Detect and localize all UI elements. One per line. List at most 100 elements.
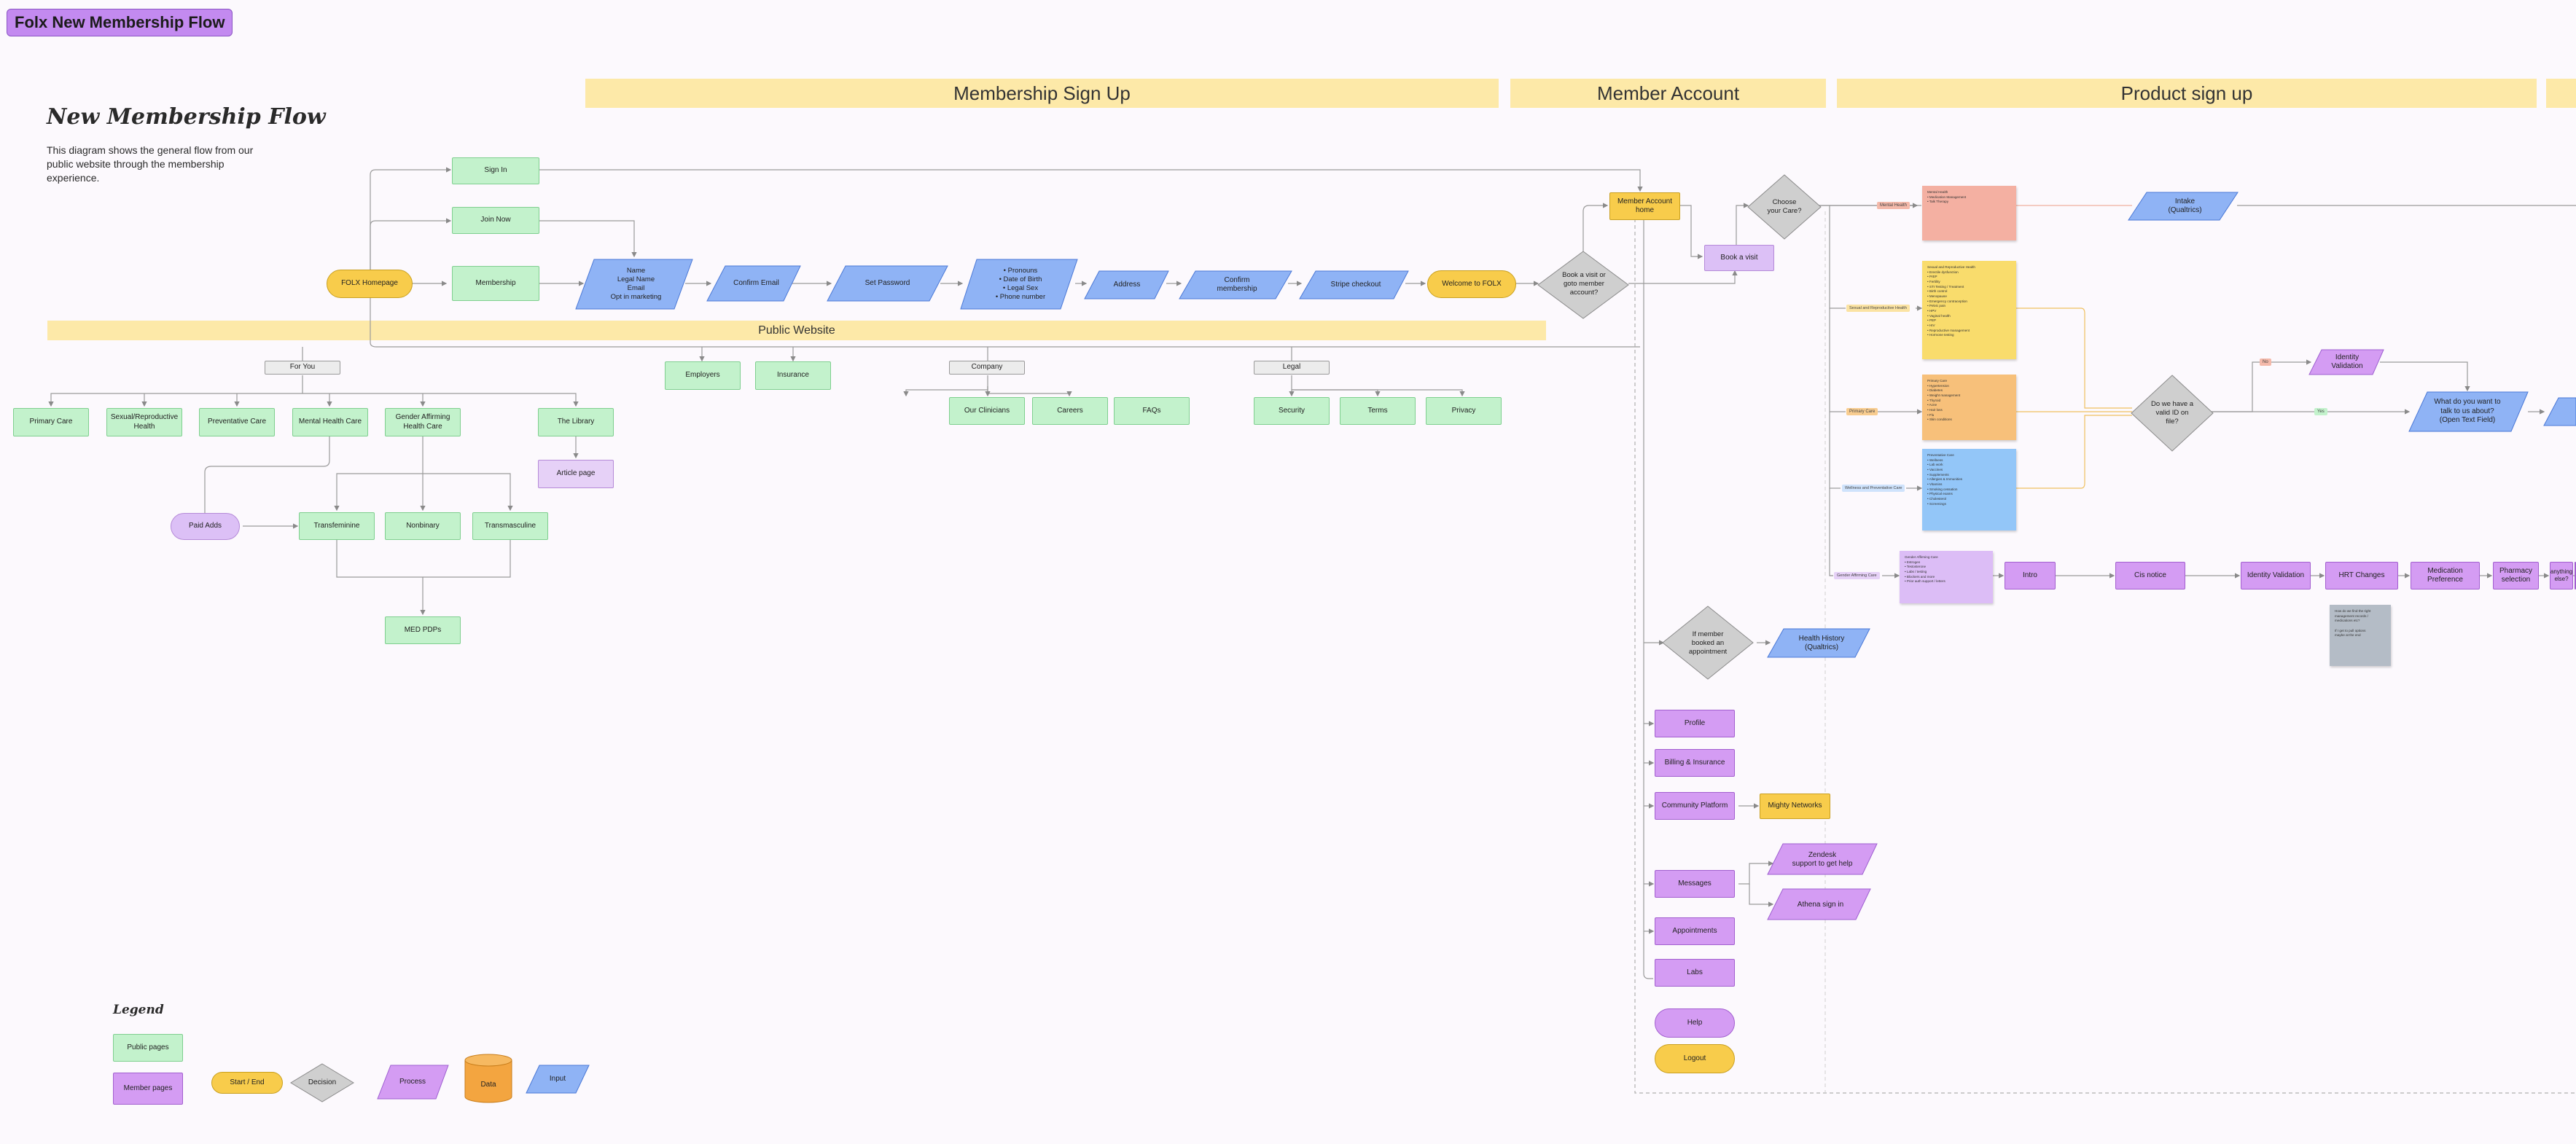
confirm-membership-input[interactable]: Confirm membership	[1217, 275, 1257, 294]
paid-adds[interactable]: Paid Adds	[171, 513, 240, 540]
book-or-account-decision[interactable]: Book a visit or goto member account?	[1562, 271, 1606, 297]
article-page[interactable]: Article page	[538, 460, 614, 488]
labs-page[interactable]: Labs	[1655, 959, 1735, 987]
pharmacy-selection-step[interactable]: Pharmacy selection	[2493, 562, 2539, 589]
input-shape-health-history	[1767, 628, 1870, 658]
anything-else-step[interactable]: anything else?	[2550, 562, 2573, 589]
section-product-sign-up: Product sign up	[1837, 79, 2537, 108]
careers-page[interactable]: Careers	[1032, 397, 1108, 425]
section-membership-sign-up: Membership Sign Up	[585, 79, 1499, 108]
for-you-nav[interactable]: For You	[265, 361, 340, 375]
legend-data-shape	[464, 1054, 512, 1103]
appointments-page[interactable]: Appointments	[1655, 917, 1735, 945]
decision-shape-valid-id	[2131, 375, 2214, 452]
set-password-input[interactable]: Set Password	[864, 278, 910, 287]
cis-notice-step[interactable]: Cis notice	[2115, 562, 2185, 589]
process-shape-athena	[1767, 888, 1871, 920]
hrt-changes-step[interactable]: HRT Changes	[2325, 562, 2398, 589]
nonbinary-page[interactable]: Nonbinary	[385, 512, 461, 540]
folx-homepage[interactable]: FOLX Homepage	[327, 270, 413, 298]
security-page[interactable]: Security	[1254, 397, 1330, 425]
legend-input-shape	[526, 1065, 590, 1094]
intake-input[interactable]: Intake (Qualtrics)	[2168, 197, 2202, 215]
med-pdps-page[interactable]: MED PDPs	[385, 616, 461, 644]
privacy-page[interactable]: Privacy	[1426, 397, 1502, 425]
label-no: No	[2260, 359, 2271, 366]
community-platform-page[interactable]: Community Platform	[1655, 792, 1735, 820]
book-a-visit[interactable]: Book a visit	[1704, 245, 1774, 271]
sign-in-page[interactable]: Sign In	[452, 157, 539, 184]
legal-nav[interactable]: Legal	[1254, 361, 1330, 375]
decision-shape-book-visit	[1537, 251, 1629, 319]
identity-validation-process[interactable]: Identity Validation	[2331, 353, 2363, 371]
medication-preference-step[interactable]: Medication Preference	[2411, 562, 2480, 589]
confirm-email-input[interactable]: Confirm Email	[733, 278, 779, 287]
input-shape-password	[827, 265, 948, 302]
input-shape-what-talk	[2408, 391, 2529, 432]
tag-mental-health: Mental Health	[1877, 202, 1910, 209]
board-title[interactable]: Folx New Membership Flow	[7, 9, 233, 36]
what-to-talk-input[interactable]: What do you want to talk to us about? (O…	[2434, 398, 2501, 425]
zendesk-support-process[interactable]: Zendesk support to get help	[1792, 850, 1853, 869]
valid-id-decision[interactable]: Do we have a valid ID on file?	[2150, 400, 2194, 426]
input-shape-email	[706, 265, 801, 302]
health-history-input[interactable]: Health History (Qualtrics)	[1798, 634, 1845, 652]
our-clinicians-page[interactable]: Our Clinicians	[949, 397, 1025, 425]
member-account-home[interactable]: Member Account home	[1609, 192, 1680, 220]
messages-page[interactable]: Messages	[1655, 870, 1735, 898]
section-public-website: Public Website	[47, 321, 1546, 340]
tag-sexual-reproductive: Sexual and Reproductive Health	[1846, 305, 1910, 312]
input-shape-intake	[2128, 192, 2239, 221]
legend-process-shape	[377, 1065, 449, 1100]
label-yes: Yes	[2314, 408, 2327, 415]
legend-public-pages: Public pages	[113, 1034, 183, 1062]
athena-sign-in-process[interactable]: Athena sign in	[1797, 900, 1844, 909]
profile-details-input[interactable]: • Pronouns • Date of Birth • Legal Sex •…	[995, 267, 1046, 301]
billing-insurance-page[interactable]: Billing & Insurance	[1655, 749, 1735, 777]
join-now-page[interactable]: Join Now	[452, 207, 539, 234]
transmasculine-page[interactable]: Transmasculine	[472, 512, 548, 540]
legend-process: Process	[399, 1077, 426, 1086]
profile-page[interactable]: Profile	[1655, 710, 1735, 737]
faqs-page[interactable]: FAQs	[1114, 397, 1190, 425]
gender-affirming-page[interactable]: Gender Affirming Health Care	[385, 408, 461, 436]
section-member-account: Member Account	[1510, 79, 1826, 108]
terms-page[interactable]: Terms	[1340, 397, 1416, 425]
mighty-networks[interactable]: Mighty Networks	[1760, 794, 1830, 819]
help-page[interactable]: Help	[1655, 1008, 1735, 1038]
company-nav[interactable]: Company	[949, 361, 1025, 375]
tag-wellness-preventative: Wellness and Preventative Care	[1842, 485, 1905, 492]
welcome-to-folx[interactable]: Welcome to FOLX	[1427, 270, 1516, 298]
mental-health-page[interactable]: Mental Health Care	[292, 408, 368, 436]
logout-action[interactable]: Logout	[1655, 1044, 1735, 1073]
booked-appointment-decision[interactable]: If member booked an appointment	[1688, 630, 1728, 656]
legend-member-pages: Member pages	[113, 1073, 183, 1105]
legend-decision: Decision	[308, 1078, 337, 1086]
address-input[interactable]: Address	[1113, 280, 1141, 289]
sticky-note-comment: How do we find the right management reco…	[2330, 605, 2391, 666]
name-fields-input[interactable]: Name Legal Name Email Opt in marketing	[610, 267, 662, 301]
choose-care-decision[interactable]: Choose your Care?	[1767, 198, 1802, 215]
transfeminine-page[interactable]: Transfeminine	[299, 512, 375, 540]
legend-start-end: Start / End	[211, 1072, 283, 1094]
insurance-page[interactable]: Insurance	[755, 361, 831, 390]
input-shape-address	[1084, 270, 1169, 299]
input-shape-partial	[2543, 397, 2576, 426]
employers-page[interactable]: Employers	[665, 361, 741, 390]
section-next-band	[2546, 79, 2576, 108]
input-shape-stripe	[1299, 270, 1409, 299]
library-page[interactable]: The Library	[538, 408, 614, 436]
diagram-heading: New Membership Flow	[47, 104, 326, 130]
sexual-health-page[interactable]: Sexual/Reproductive Health	[106, 408, 182, 436]
preventative-care-page[interactable]: Preventative Care	[199, 408, 275, 436]
primary-care-page[interactable]: Primary Care	[13, 408, 89, 436]
tag-gender-affirming: Gender Affirming Care	[1834, 572, 1880, 579]
identity-validation-step[interactable]: Identity Validation	[2241, 562, 2311, 589]
tag-primary-care: Primary Care	[1846, 408, 1878, 415]
membership-page[interactable]: Membership	[452, 266, 539, 301]
intro-step[interactable]: Intro	[2005, 562, 2056, 589]
stripe-checkout-input[interactable]: Stripe checkout	[1330, 280, 1381, 289]
legend-title: Legend	[113, 1003, 164, 1017]
sticky-mental-health: Mental Health • Medication Management • …	[1922, 186, 2016, 240]
